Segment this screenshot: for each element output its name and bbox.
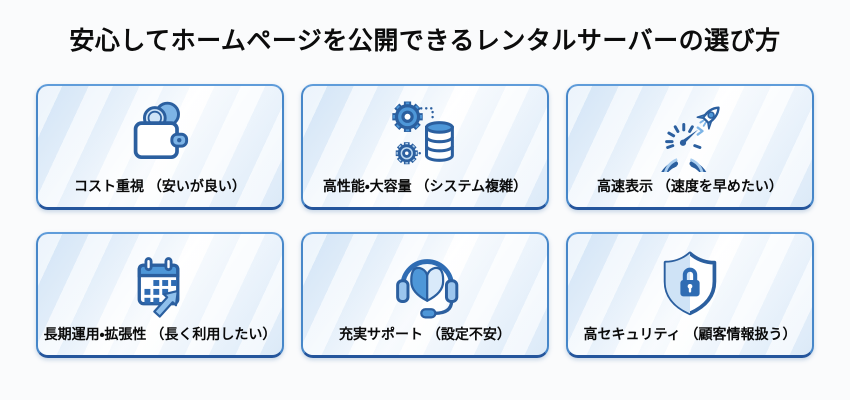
card-security: 高セキュリティ （顧客情報扱う） (566, 232, 814, 358)
page-title: 安心してホームページを公開できるレンタルサーバーの選び方 (69, 27, 781, 55)
shield-lock-icon (653, 234, 727, 325)
card-security-label: 高セキュリティ （顧客情報扱う） (583, 326, 797, 342)
card-cost-label: コスト重視 （安いが良い） (74, 178, 246, 194)
gears-database-icon (387, 86, 463, 177)
cards-grid: コスト重視 （安いが良い） (36, 84, 814, 358)
card-cost: コスト重視 （安いが良い） (36, 84, 284, 210)
wallet-icon (123, 86, 197, 177)
card-longterm: 長期運用・拡張性 （長く利用したい） (36, 232, 284, 358)
card-performance-label: 高性能・大容量 （システム複雑） (322, 178, 528, 194)
speedometer-rocket-icon (651, 86, 729, 177)
headset-beginner-icon (388, 234, 462, 325)
card-speed: 高速表示 （速度を早めたい） (566, 84, 814, 210)
card-support-label: 充実サポート （設定不安） (339, 326, 511, 342)
card-longterm-label: 長期運用・拡張性 （長く利用したい） (43, 326, 277, 342)
card-speed-label: 高速表示 （速度を早めたい） (597, 178, 783, 194)
card-performance: 高性能・大容量 （システム複雑） (301, 84, 549, 210)
calendar-growth-icon (123, 234, 197, 325)
card-support: 充実サポート （設定不安） (301, 232, 549, 358)
